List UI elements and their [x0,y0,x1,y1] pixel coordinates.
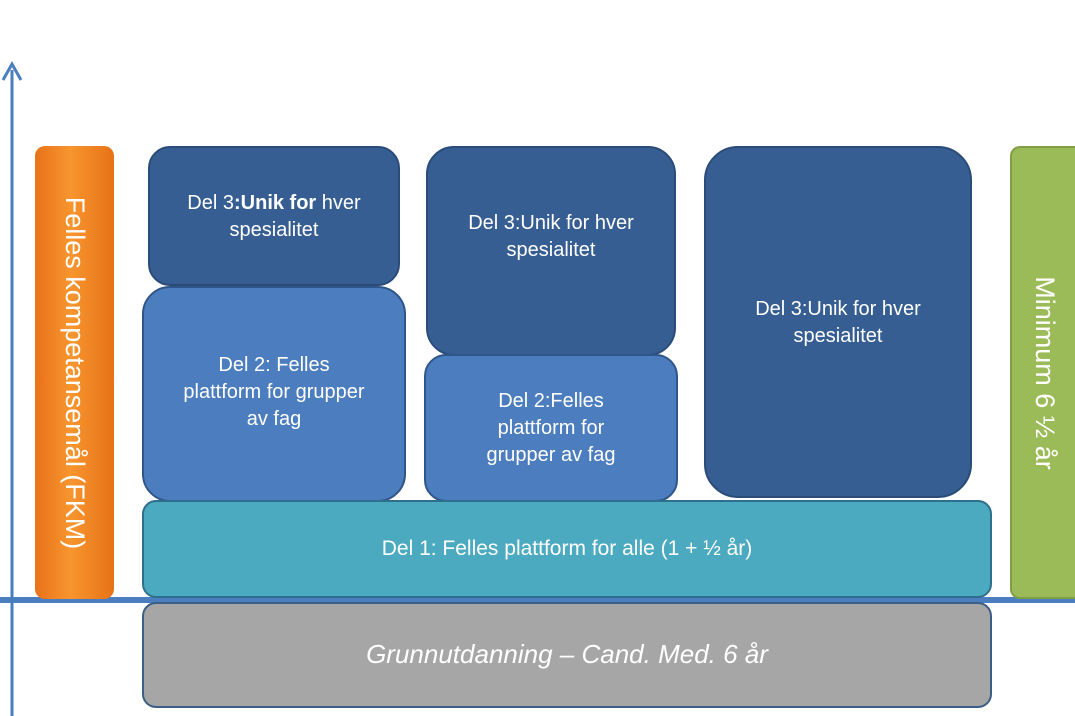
base-block-label: Grunnutdanning – Cand. Med. 6 år [366,639,768,670]
base-block: Grunnutdanning – Cand. Med. 6 år [142,602,992,708]
fkm-bar: Felles kompetansemål (FKM) [35,146,114,599]
del3-block-3: Del 3:Unik for hver spesialitet [704,146,972,498]
del2-block-1-label: Del 2: Felles plattform for grupper av f… [183,354,365,430]
del1-block: Del 1: Felles plattform for alle (1 + ½ … [142,500,992,598]
del3-block-2: Del 3:Unik for hver spesialitet [426,146,676,356]
fkm-bar-label: Felles kompetansemål (FKM) [59,196,90,549]
del3-block-1-label: Del 3:Unik for hver spesialitet [187,192,361,241]
duration-bar-label: Minimum 6 ½ år [1030,275,1061,470]
duration-bar: Minimum 6 ½ år [1010,146,1075,599]
del3-block-2-label: Del 3:Unik for hver spesialitet [468,212,634,261]
del1-block-label: Del 1: Felles plattform for alle (1 + ½ … [381,536,753,560]
del3-block-3-label: Del 3:Unik for hver spesialitet [755,298,921,347]
del2-block-1: Del 2: Felles plattform for grupper av f… [142,286,406,502]
del2-block-2: Del 2:Felles plattform for grupper av fa… [424,354,678,502]
del3-block-1: Del 3:Unik for hver spesialitet [148,146,400,286]
vertical-axis-arrowhead [1,60,23,81]
del2-block-2-label: Del 2:Felles plattform for grupper av fa… [486,389,616,466]
